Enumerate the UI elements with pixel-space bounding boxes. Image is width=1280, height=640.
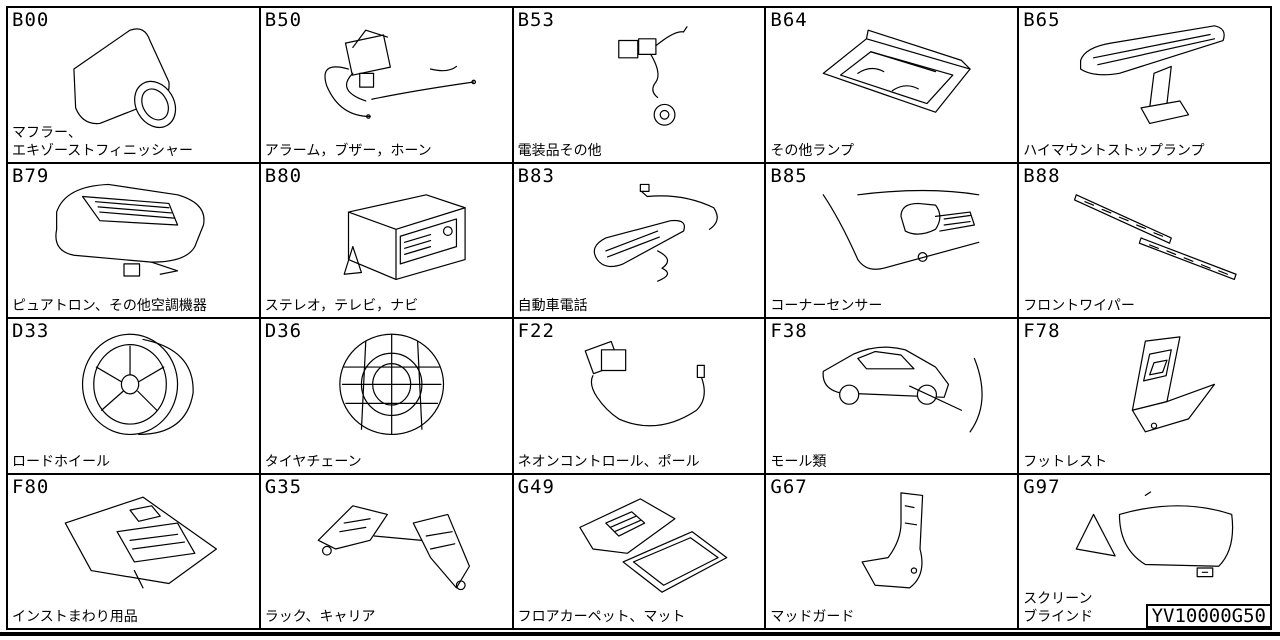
category-label: モール類 (770, 453, 827, 470)
category-label: フロアカーペット、マット (517, 609, 686, 625)
category-label: スクリーン ブラインド (1023, 591, 1094, 625)
category-label: 電装品その他 (517, 142, 602, 159)
category-label: タイヤチェーン (264, 453, 362, 470)
category-label: フットレスト (1023, 453, 1108, 470)
category-label: ロードホイール (12, 453, 110, 470)
category-cell-f78[interactable]: F78 フットレスト (1019, 319, 1272, 475)
category-code: B64 (770, 9, 808, 31)
category-cell-b80[interactable]: B80 ステレオ，テレビ，ナビ (260, 163, 514, 319)
category-cell-f22[interactable]: F22 ネオンコントロール、ポール (513, 319, 767, 475)
category-code: G49 (517, 475, 555, 498)
category-code: F22 (517, 320, 555, 342)
category-grid: B00 マフラー、 エキゾーストフィニッシャー B50 アラーム，ブザー，ホーン B53… (6, 6, 1272, 630)
category-cell-f80[interactable]: F80 インストまわり用品 (8, 474, 261, 630)
category-code: B50 (264, 9, 303, 31)
category-code: B80 (264, 164, 303, 187)
category-label: その他ランプ (770, 142, 854, 159)
category-code: D33 (12, 320, 50, 342)
category-label: ステレオ，テレビ，ナビ (264, 298, 419, 314)
category-cell-b88[interactable]: B88 フロントワイパー (1019, 163, 1272, 319)
category-cell-b79[interactable]: B79 ピュアトロン、その他空調機器 (8, 163, 261, 319)
category-label: ピュアトロン、その他空調機器 (12, 298, 207, 314)
category-cell-g97[interactable]: G97 スクリーン ブラインド (1019, 474, 1272, 630)
category-label: コーナーセンサー (770, 298, 883, 314)
bottom-rule (0, 632, 1280, 636)
category-code: G97 (1023, 475, 1061, 498)
category-cell-d36[interactable]: D36 タイヤチェーン (260, 319, 514, 475)
category-cell-g49[interactable]: G49 フロアカーペット、マット (513, 474, 767, 630)
category-label: マッドガード (770, 609, 855, 625)
category-code: B79 (12, 164, 50, 187)
category-cell-b85[interactable]: B85 コーナーセンサー (766, 163, 1020, 319)
category-code: F80 (12, 475, 50, 498)
category-cell-g35[interactable]: G35 ラック、キャリア (260, 474, 514, 630)
document-id: YV10000G50 (1145, 604, 1272, 628)
category-code: B53 (517, 9, 555, 31)
category-code: D36 (264, 320, 303, 342)
category-label: フロントワイパー (1023, 298, 1135, 314)
category-label: インストまわり用品 (12, 609, 138, 625)
category-label: アラーム，ブザー，ホーン (264, 142, 432, 159)
category-cell-f38[interactable]: F38 モール類 (766, 319, 1020, 475)
category-label: ラック、キャリア (264, 609, 376, 625)
category-code: B65 (1023, 9, 1061, 31)
category-label: ハイマウントストップランプ (1023, 142, 1205, 159)
category-label: 自動車電話 (517, 298, 588, 314)
category-cell-b83[interactable]: B83 自動車電話 (513, 163, 767, 319)
category-cell-g67[interactable]: G67 マッドガード (766, 474, 1020, 630)
category-code: B88 (1023, 164, 1061, 187)
category-cell-b64[interactable]: B64 その他ランプ (766, 8, 1020, 164)
category-cell-b65[interactable]: B65 ハイマウントストップランプ (1019, 8, 1272, 164)
category-cell-b53[interactable]: B53 電装品その他 (513, 8, 767, 164)
category-code: B00 (12, 9, 50, 31)
category-code: G35 (264, 475, 303, 498)
category-label: ネオンコントロール、ポール (517, 453, 700, 470)
category-code: B83 (517, 164, 555, 187)
category-cell-b00[interactable]: B00 マフラー、 エキゾーストフィニッシャー (8, 8, 261, 164)
category-cell-d33[interactable]: D33 ロードホイール (8, 319, 261, 475)
category-code: G67 (770, 475, 808, 498)
category-code: F78 (1023, 320, 1061, 342)
category-label: マフラー、 エキゾーストフィニッシャー (12, 124, 194, 159)
category-code: B85 (770, 164, 808, 187)
category-cell-b50[interactable]: B50 アラーム，ブザー，ホーン (260, 8, 514, 164)
category-code: F38 (770, 320, 808, 342)
